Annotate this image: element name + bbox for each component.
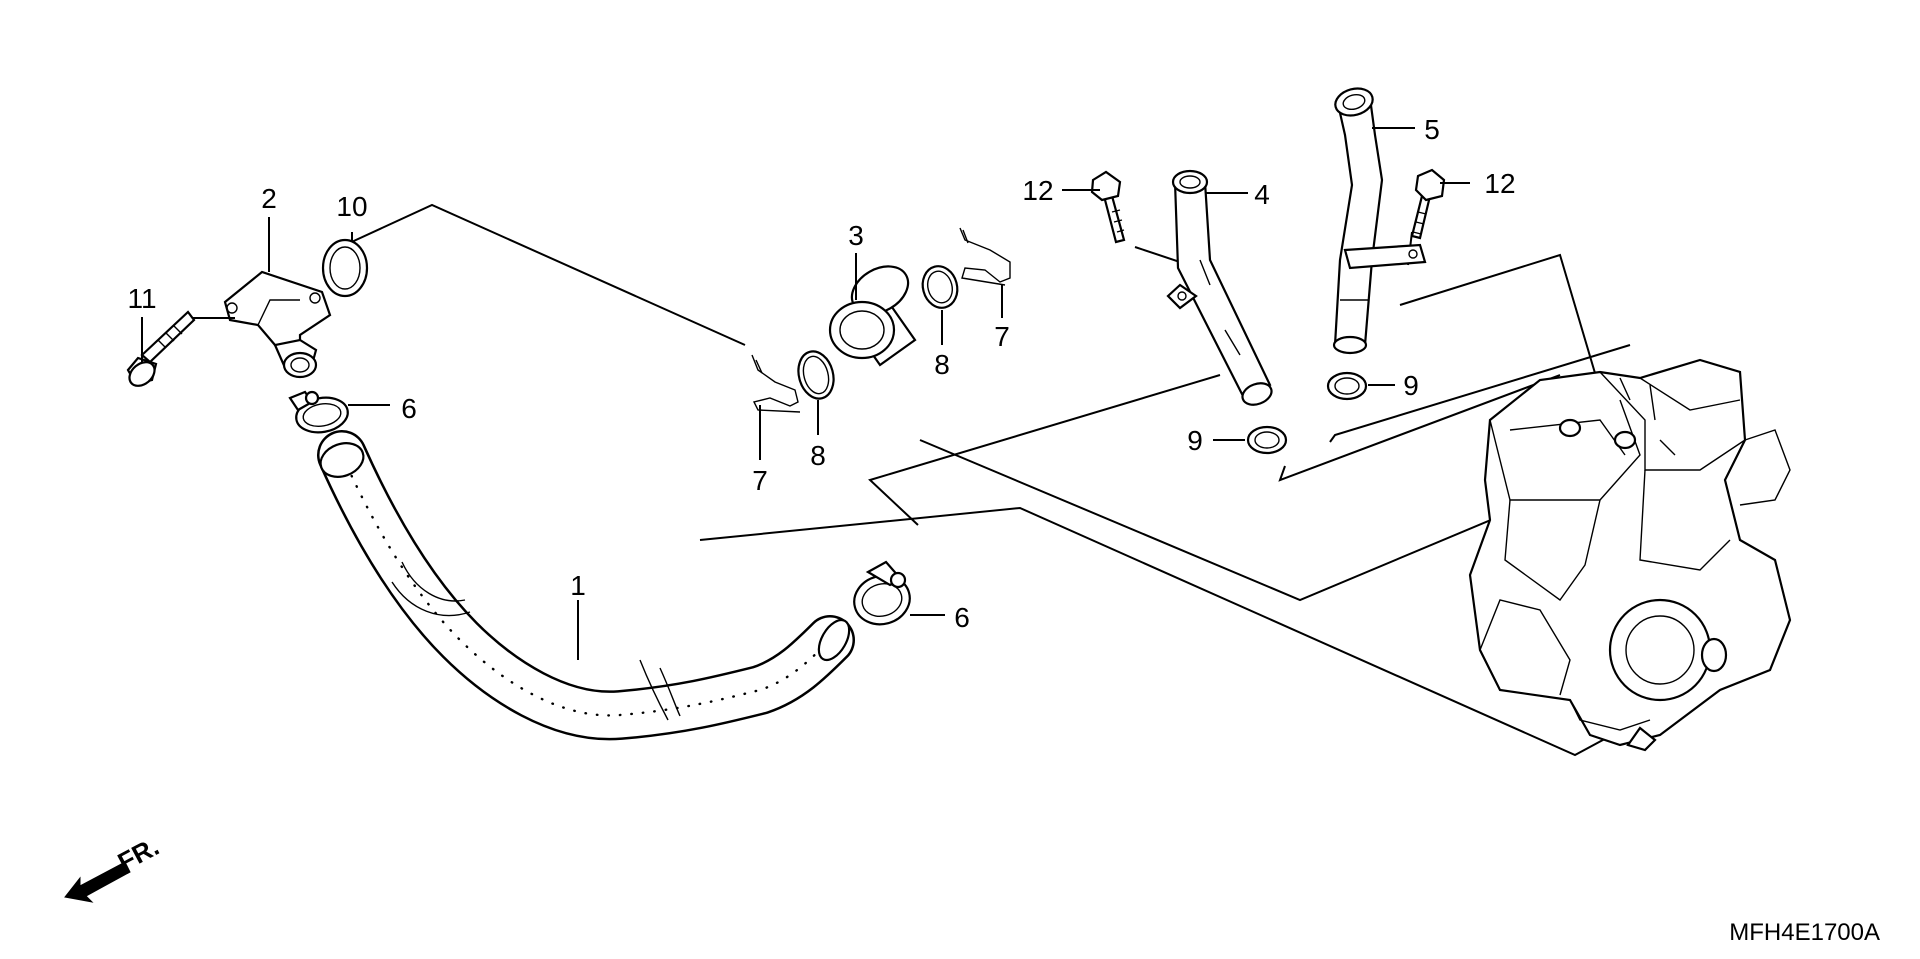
diagram-code: MFH4E1700A xyxy=(1729,919,1880,946)
callout-part-6-upper: 6 xyxy=(401,393,417,424)
callout-part-7-left: 7 xyxy=(752,465,768,496)
callout-part-10: 10 xyxy=(336,191,367,222)
guide-lines xyxy=(344,203,1641,757)
callout-part-2: 2 xyxy=(261,183,277,214)
water-outlet-joint xyxy=(223,270,332,379)
leader-lines xyxy=(141,127,1470,660)
callout-part-1: 1 xyxy=(570,570,586,601)
callout-part-9-rear: 9 xyxy=(1403,370,1419,401)
rubber-collar xyxy=(828,265,917,367)
callout-part-7-right: 7 xyxy=(994,321,1010,352)
callout-part-6-lower: 6 xyxy=(954,602,970,633)
front-direction-arrow-icon xyxy=(64,861,131,903)
engine-block xyxy=(1468,358,1792,752)
clip-left xyxy=(751,354,801,413)
callout-part-12-front: 12 xyxy=(1022,175,1053,206)
o-ring-small-rear xyxy=(1326,371,1368,401)
clip-right xyxy=(959,227,1011,286)
callout-part-8-left: 8 xyxy=(810,440,826,471)
flange-bolt-rear xyxy=(1410,168,1446,240)
water-pipe-rear xyxy=(1332,87,1427,355)
callout-part-9-front: 9 xyxy=(1187,425,1203,456)
o-ring-right xyxy=(921,265,959,309)
callout-part-8-right: 8 xyxy=(934,349,950,380)
callout-part-3: 3 xyxy=(848,220,864,251)
callout-part-11: 11 xyxy=(127,283,156,314)
flange-bolt-left xyxy=(126,310,196,387)
water-pipe-front xyxy=(1166,169,1273,406)
o-ring-left xyxy=(797,350,835,400)
o-ring-small-front xyxy=(1246,425,1288,455)
callout-part-4: 4 xyxy=(1254,179,1270,210)
flange-bolt-front xyxy=(1090,170,1126,244)
callout-part-12-rear: 12 xyxy=(1484,168,1515,199)
hose-clamp-lower xyxy=(853,560,911,626)
gasket xyxy=(321,238,369,298)
callout-part-5: 5 xyxy=(1424,114,1440,145)
water-hose xyxy=(317,430,855,741)
hose-clamp-upper xyxy=(288,390,349,434)
front-direction-marker: FR. xyxy=(64,831,164,903)
